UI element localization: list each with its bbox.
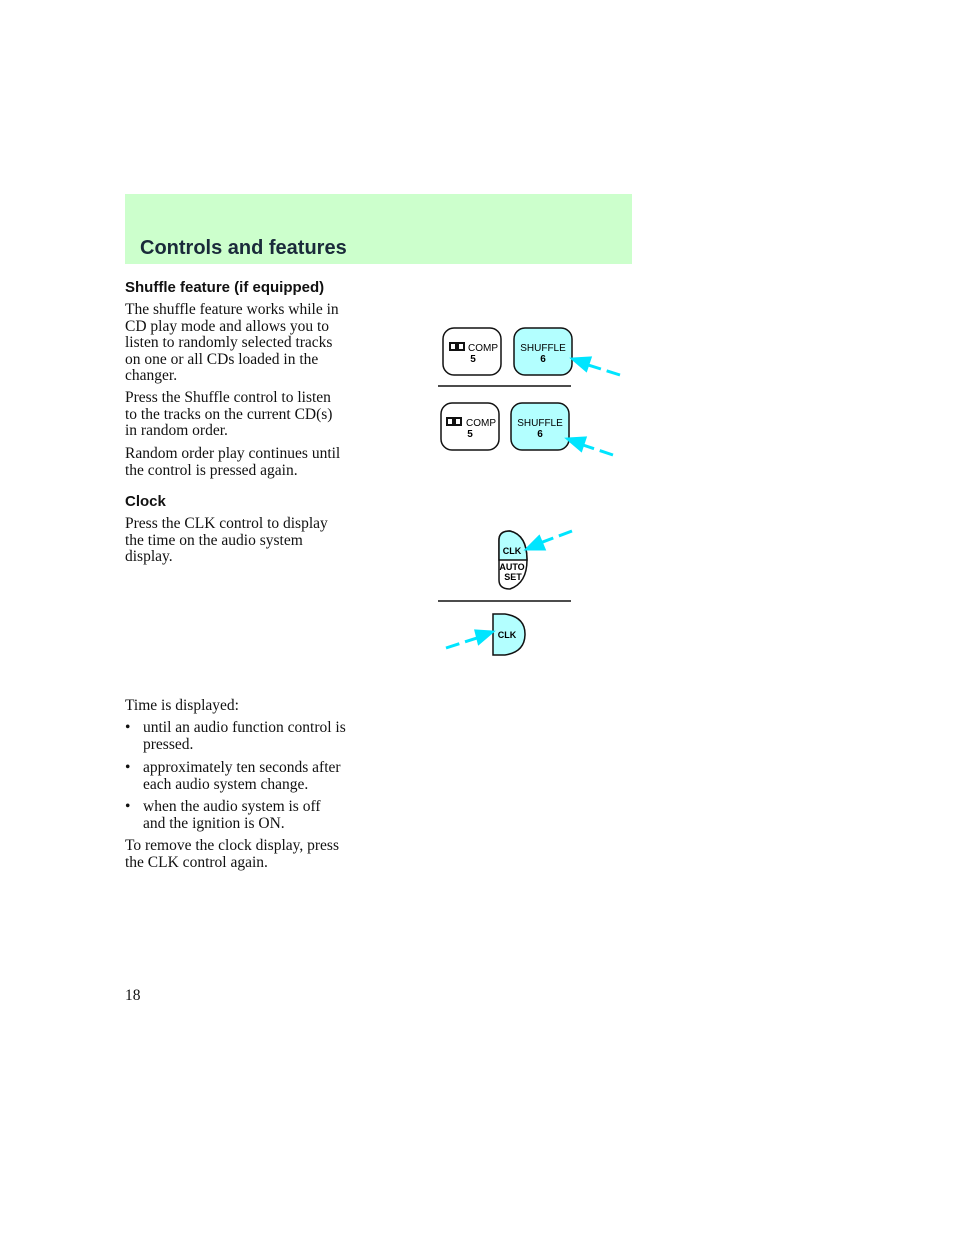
comp-label: COMP — [468, 343, 498, 354]
bullet-text: when the audio system is off and the ign… — [143, 798, 321, 832]
shuffle-paragraph-3: Random order play continues until the co… — [125, 445, 341, 479]
svg-text:6: 6 — [537, 429, 543, 440]
shuffle-heading: Shuffle feature (if equipped) — [125, 279, 325, 296]
section-header: Controls and features — [125, 194, 632, 264]
svg-text:6: 6 — [540, 354, 546, 365]
clock-paragraph-1: Press the CLK control to display the tim… — [125, 515, 328, 566]
arrow-icon — [564, 436, 614, 457]
bullet-icon: • — [125, 798, 131, 815]
page-number: 18 — [125, 987, 141, 1004]
comp-button-bottom: COMP 5 — [440, 402, 500, 451]
svg-text:SHUFFLE: SHUFFLE — [517, 418, 563, 429]
bullet-icon: • — [125, 759, 131, 776]
clock-outro: To remove the clock display, press the C… — [125, 837, 339, 871]
svg-text:CLK: CLK — [498, 630, 517, 640]
bullet-icon: • — [125, 719, 131, 736]
comp-button-top: COMP 5 — [442, 327, 502, 376]
svg-text:AUTO: AUTO — [499, 562, 524, 572]
svg-text:SHUFFLE: SHUFFLE — [520, 343, 566, 354]
bullet-text: approximately ten seconds after each aud… — [143, 759, 341, 793]
bullet-text: until an audio function control is press… — [143, 719, 346, 753]
svg-text:CLK: CLK — [503, 546, 522, 556]
dolby-icon — [449, 342, 457, 351]
clk-button: CLK — [492, 613, 526, 656]
clock-intro: Time is displayed: — [125, 697, 239, 714]
clk-autoset-button: CLK AUTO SET — [498, 530, 528, 590]
shuffle-paragraph-2: Press the Shuffle control to listen to t… — [125, 389, 333, 440]
shuffle-button-bottom: SHUFFLE 6 — [510, 402, 570, 451]
shuffle-paragraph-1: The shuffle feature works while in CD pl… — [125, 301, 339, 385]
clock-heading: Clock — [125, 493, 166, 510]
shuffle-button-top: SHUFFLE 6 — [513, 327, 573, 376]
svg-text:COMP: COMP — [466, 418, 496, 429]
svg-text:5: 5 — [470, 354, 476, 365]
svg-text:5: 5 — [467, 429, 473, 440]
arrow-icon — [569, 356, 621, 377]
svg-text:SET: SET — [504, 572, 522, 582]
arrow-icon — [445, 629, 496, 650]
section-title: Controls and features — [140, 237, 347, 259]
arrow-icon — [523, 529, 573, 551]
